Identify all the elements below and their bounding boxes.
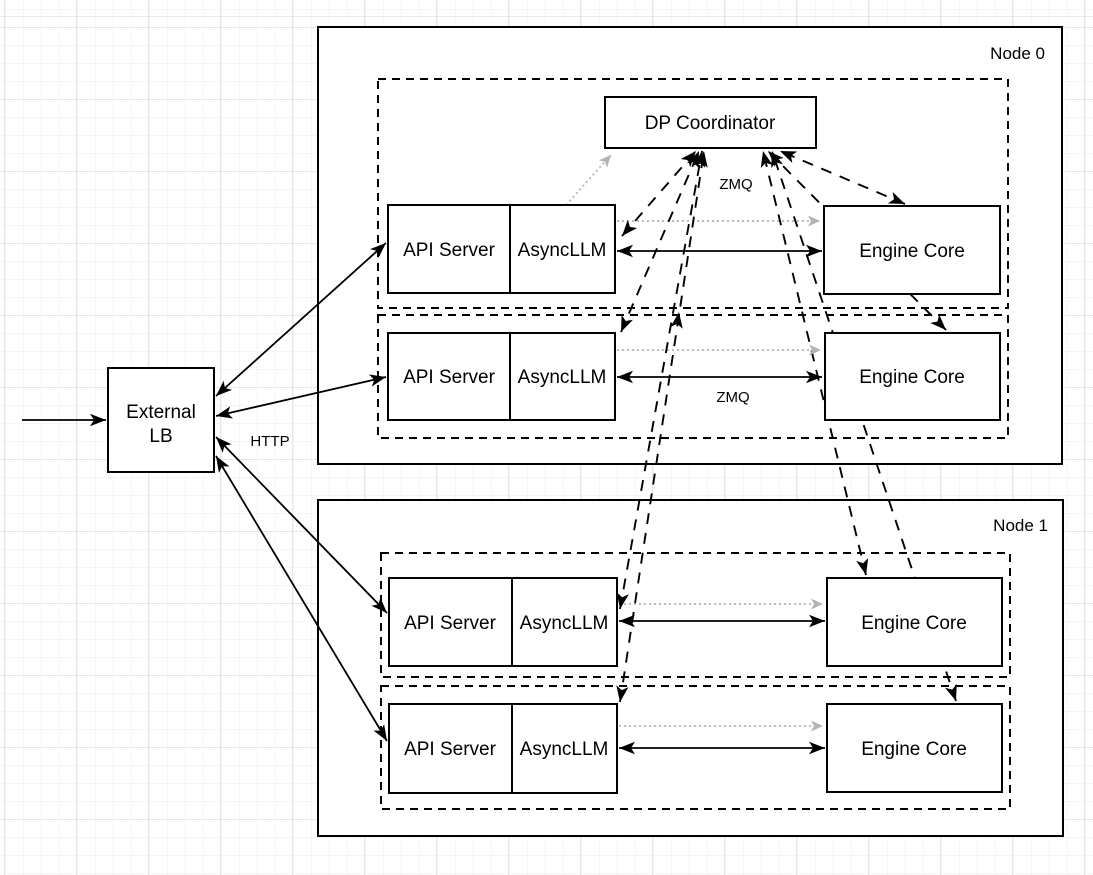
edge-dashed-coordinator-engine-n0r0-start-arrowhead: [887, 192, 905, 204]
node1-row1-frontend-box: [388, 703, 618, 794]
edge-dashed-coordinator-engine-n0r1-start-arrowhead: [930, 314, 946, 330]
node1-row0-frontend-box: [388, 577, 618, 667]
node0-row0-asyncllm-label: AsyncLLM: [518, 240, 607, 261]
http-edge-label: HTTP: [250, 433, 289, 450]
edge-dashed-coordinator-engine-n1r1-arrowhead: [771, 151, 783, 169]
node1-row0-api-server-label: API Server: [404, 613, 497, 634]
edge-lb-node0-api1: [215, 376, 387, 417]
node0-row0-engine-core-label: Engine Core: [859, 241, 965, 262]
edge-dotted-asyncllm-to-coordinator: [565, 154, 612, 206]
edge-dashed-coordinator-engine-n1r0-arrowhead: [760, 151, 773, 168]
edge-dotted-node0-row1-arrowhead: [809, 344, 821, 356]
node1-row0-asyncllm-label: AsyncLLM: [520, 613, 609, 634]
node0-row1-frontend-box: [387, 332, 616, 421]
node1-row1-engine-core-label: Engine Core: [861, 739, 967, 760]
edge-lb-node1-api1-arrowhead: [373, 724, 387, 741]
node0-row1-asyncllm-label: AsyncLLM: [518, 367, 607, 388]
edge-zmq-node1-row1-arrowhead: [809, 741, 825, 755]
edge-dashed-coordinator-engine-n1r1: [771, 150, 957, 702]
node1-row1-asyncllm-label: AsyncLLM: [520, 739, 609, 760]
edge-dashed-extra-up-arrowhead: [670, 312, 683, 329]
edge-dotted-node0-row0-arrowhead: [808, 215, 820, 227]
edge-dashed-coordinator-asyncllm-n0r0-arrowhead: [680, 151, 696, 168]
edge-dashed-coordinator-asyncllm-n0r1: [620, 150, 700, 333]
edge-dashed-coordinator-engine-n0r0-arrowhead: [780, 151, 798, 163]
external-lb-label-line2: LB: [149, 426, 172, 447]
node1-label: Node 1: [993, 516, 1048, 535]
edge-zmq-node0-row0-arrowhead: [806, 244, 822, 258]
arrowheads-layer: [90, 151, 957, 755]
node1-replica0-dashed-container: [380, 552, 1011, 678]
zmq-coordinator-edge-label: ZMQ: [719, 176, 752, 193]
edge-lb-node0-api0: [215, 242, 387, 397]
edge-dashed-coordinator-asyncllm-n1r1: [619, 150, 705, 703]
edges-layer: [22, 150, 957, 749]
node0-label: Node 0: [990, 44, 1045, 63]
edge-zmq-node0-row1-arrowhead: [806, 370, 822, 384]
labels: Node 0 Node 1 DP Coordinator External LB…: [126, 44, 1048, 760]
edge-lb-node1-api0-start-arrowhead: [216, 437, 232, 453]
edge-zmq-node0-row0-start-arrowhead: [617, 244, 633, 258]
node0-replica0-dashed-container: [377, 78, 1009, 309]
edge-lb-node0-api0-arrowhead: [370, 243, 386, 259]
edge-zmq-node1-row0-start-arrowhead: [619, 614, 635, 628]
dp-coordinator-label: DP Coordinator: [645, 113, 776, 134]
node0-row0-frontend-box: [387, 204, 616, 294]
node0-row1-engine-core-box: [824, 332, 1001, 421]
node1-row0-engine-core-label: Engine Core: [861, 613, 967, 634]
edge-zmq-node1-row1-start-arrowhead: [619, 741, 635, 755]
edge-lb-node1-api1: [215, 455, 388, 742]
external-lb-box: [107, 367, 215, 473]
edge-lb-node1-api0-arrowhead: [371, 597, 387, 613]
zmq-engine-edge-label: ZMQ: [716, 389, 749, 406]
edge-lb-node0-api1-arrowhead: [369, 374, 386, 387]
node0-row1-engine-core-label: Engine Core: [859, 367, 965, 388]
edge-dotted-node1-row0-arrowhead: [811, 598, 823, 610]
edge-dashed-coordinator-asyncllm-n1r1-start-arrowhead: [616, 685, 629, 702]
component-boxes: [107, 96, 1003, 794]
edge-lb-node1-api0: [215, 436, 388, 614]
edge-dashed-coordinator-asyncllm-n1r0-start-arrowhead: [616, 592, 629, 609]
node1-replica1-dashed-container: [380, 685, 1011, 810]
edge-lb-node1-api1-start-arrowhead: [216, 456, 230, 473]
edge-dashed-coordinator-engine-n1r0: [762, 150, 867, 576]
edge-lb-node0-api0-start-arrowhead: [216, 380, 232, 396]
edge-dashed-coordinator-engine-n0r0: [779, 150, 906, 205]
node0-row0-api-server-label: API Server: [403, 240, 496, 261]
edge-dashed-coordinator-asyncllm-n1r1-arrowhead: [695, 151, 708, 168]
node0-row1-api-server-label: API Server: [403, 367, 496, 388]
edge-dashed-coordinator-asyncllm-n0r1-start-arrowhead: [621, 314, 633, 332]
edge-dashed-coordinator-engine-n1r0-start-arrowhead: [856, 558, 869, 575]
node1-row0-engine-core-box: [826, 577, 1003, 667]
edge-lb-node0-api1-start-arrowhead: [216, 406, 233, 419]
external-lb-label-line1: External: [126, 402, 196, 423]
node1-row1-api-server-label: API Server: [404, 739, 497, 760]
edge-zmq-node1-row0-arrowhead: [809, 614, 825, 628]
node0-row0-engine-core-box: [823, 205, 1001, 295]
edge-dashed-coordinator-asyncllm-n0r0-start-arrowhead: [622, 219, 638, 236]
edge-dotted-asyncllm-to-coordinator-arrowhead: [598, 155, 611, 168]
edge-dashed-coordinator-engine-n1r1-start-arrowhead: [945, 683, 957, 701]
edge-inbound-to-external-lb-arrowhead: [90, 413, 106, 427]
edge-dashed-coordinator-asyncllm-n1r0: [619, 150, 703, 610]
edge-zmq-node0-row1-start-arrowhead: [617, 370, 633, 384]
node1-row1-engine-core-box: [826, 703, 1003, 793]
edge-dotted-node1-row1-arrowhead: [811, 720, 823, 732]
dp-coordinator-box: [604, 96, 817, 149]
